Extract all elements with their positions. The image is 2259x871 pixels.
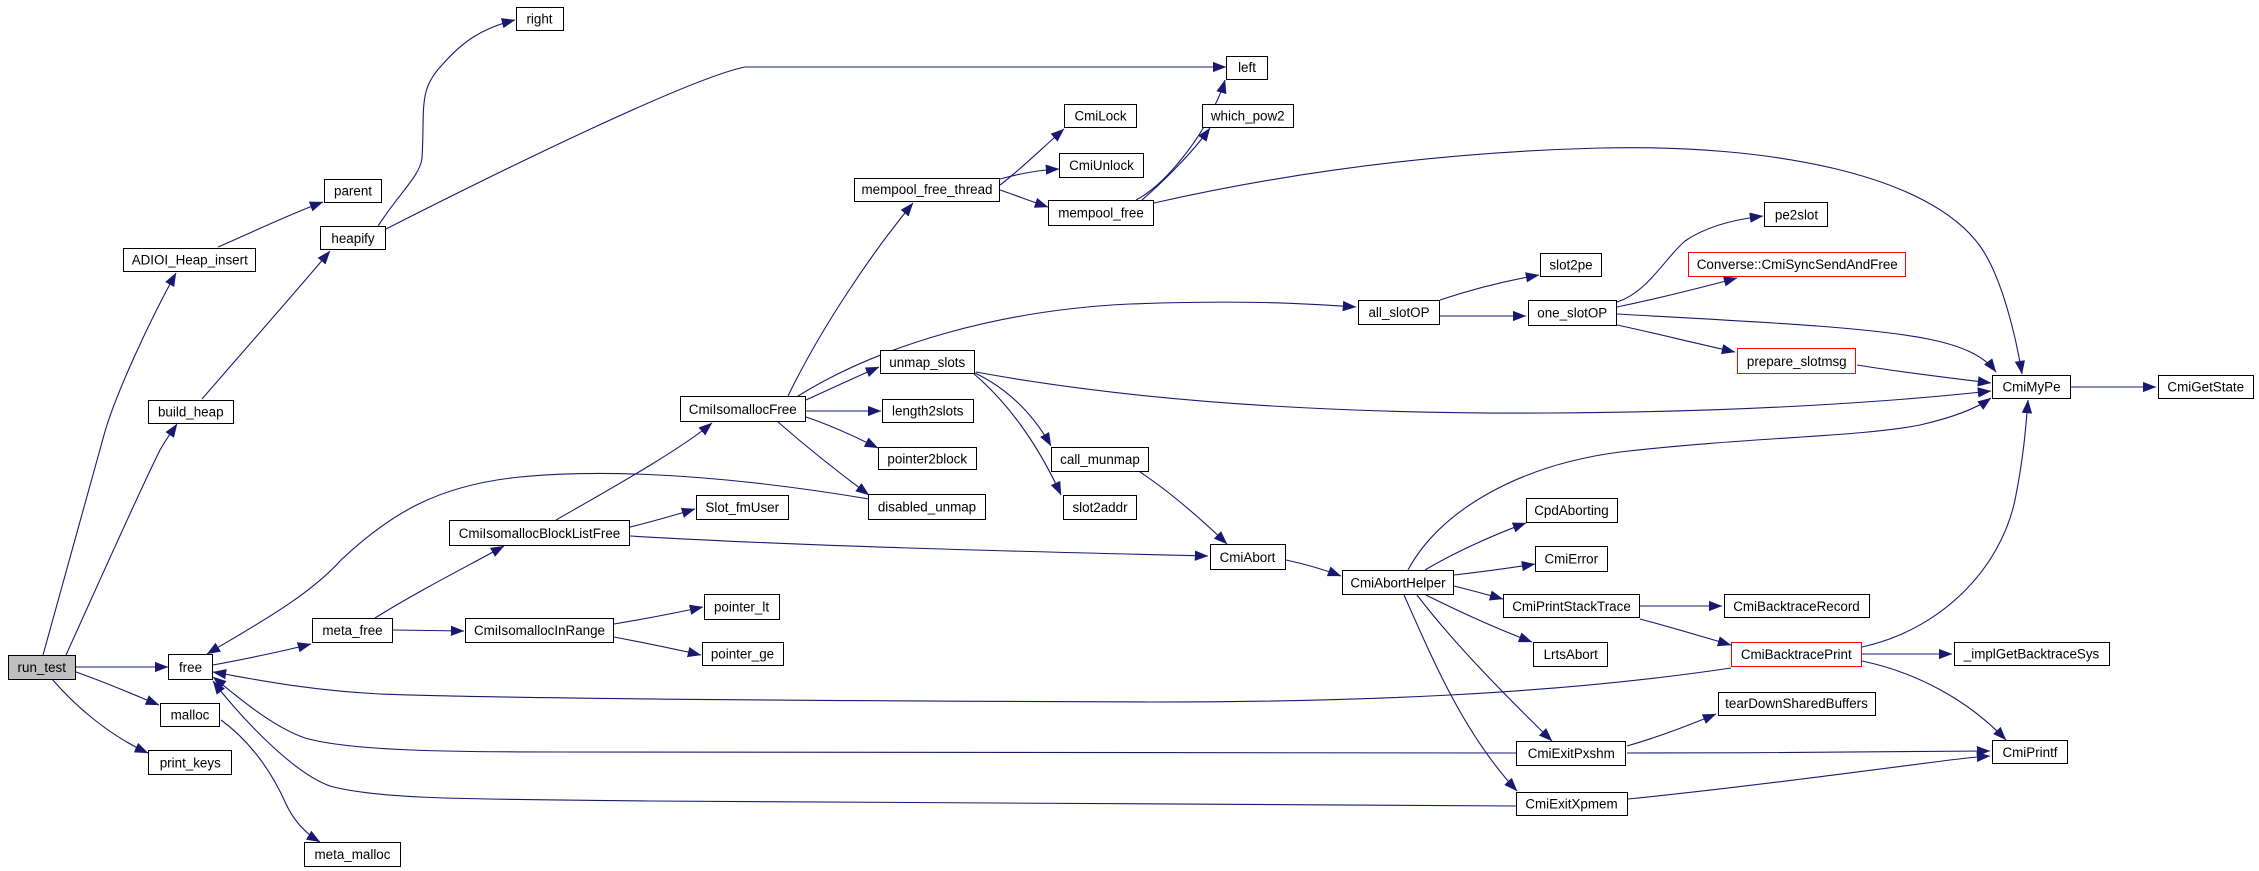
svg-text:ADIOI_Heap_insert: ADIOI_Heap_insert: [132, 253, 248, 268]
svg-text:heapify: heapify: [331, 231, 374, 246]
svg-text:Slot_fmUser: Slot_fmUser: [705, 500, 779, 515]
svg-text:free: free: [179, 660, 202, 675]
svg-text:meta_malloc: meta_malloc: [315, 847, 391, 862]
svg-text:CmiUnlock: CmiUnlock: [1069, 158, 1134, 173]
svg-text:pointer_lt: pointer_lt: [714, 600, 769, 615]
svg-text:Converse::CmiSyncSendAndFree: Converse::CmiSyncSendAndFree: [1697, 257, 1898, 272]
svg-text:slot2pe: slot2pe: [1549, 258, 1592, 273]
svg-text:pointer_ge: pointer_ge: [711, 647, 774, 662]
svg-text:CmiGetState: CmiGetState: [2167, 380, 2244, 395]
svg-text:CmiIsomallocFree: CmiIsomallocFree: [689, 402, 797, 417]
svg-text:CmiIsomallocBlockListFree: CmiIsomallocBlockListFree: [459, 526, 620, 541]
svg-text:CmiExitXpmem: CmiExitXpmem: [1525, 796, 1617, 811]
svg-text:right: right: [526, 12, 552, 27]
svg-text:CmiPrintStackTrace: CmiPrintStackTrace: [1512, 599, 1631, 614]
svg-text:length2slots: length2slots: [892, 404, 964, 419]
svg-text:pe2slot: pe2slot: [1775, 207, 1818, 222]
svg-text:CmiExitPxshm: CmiExitPxshm: [1528, 746, 1615, 761]
svg-text:disabled_unmap: disabled_unmap: [878, 500, 976, 515]
svg-text:CmiLock: CmiLock: [1074, 109, 1126, 124]
svg-text:one_slotOP: one_slotOP: [1537, 306, 1607, 321]
svg-text:parent: parent: [334, 184, 372, 199]
svg-text:all_slotOP: all_slotOP: [1368, 305, 1429, 320]
svg-text:CmiError: CmiError: [1544, 552, 1598, 567]
svg-text:prepare_slotmsg: prepare_slotmsg: [1747, 354, 1847, 369]
svg-text:CmiAbort: CmiAbort: [1220, 550, 1276, 565]
svg-text:tearDownSharedBuffers: tearDownSharedBuffers: [1725, 696, 1868, 711]
svg-text:CmiAbortHelper: CmiAbortHelper: [1350, 575, 1446, 590]
svg-text:CpdAborting: CpdAborting: [1534, 503, 1608, 518]
svg-text:run_test: run_test: [18, 660, 67, 675]
svg-text:mempool_free: mempool_free: [1058, 206, 1144, 221]
svg-text:unmap_slots: unmap_slots: [889, 355, 965, 370]
svg-text:left: left: [1238, 60, 1256, 75]
svg-text:build_heap: build_heap: [158, 404, 224, 419]
svg-text:pointer2block: pointer2block: [887, 451, 967, 466]
svg-text:meta_free: meta_free: [322, 623, 382, 638]
svg-text:call_munmap: call_munmap: [1060, 452, 1140, 467]
svg-text:_implGetBacktraceSys: _implGetBacktraceSys: [1963, 646, 2100, 661]
svg-text:which_pow2: which_pow2: [1210, 109, 1285, 124]
svg-text:CmiBacktracePrint: CmiBacktracePrint: [1741, 647, 1852, 662]
svg-text:CmiPrintf: CmiPrintf: [2002, 745, 2057, 760]
svg-text:CmiIsomallocInRange: CmiIsomallocInRange: [474, 623, 605, 638]
svg-text:LrtsAbort: LrtsAbort: [1544, 647, 1599, 662]
svg-text:slot2addr: slot2addr: [1072, 500, 1128, 515]
svg-text:CmiBacktraceRecord: CmiBacktraceRecord: [1733, 599, 1860, 614]
svg-text:mempool_free_thread: mempool_free_thread: [861, 182, 992, 197]
svg-text:malloc: malloc: [171, 708, 210, 723]
svg-text:print_keys: print_keys: [160, 755, 221, 770]
svg-text:CmiMyPe: CmiMyPe: [2002, 380, 2060, 395]
